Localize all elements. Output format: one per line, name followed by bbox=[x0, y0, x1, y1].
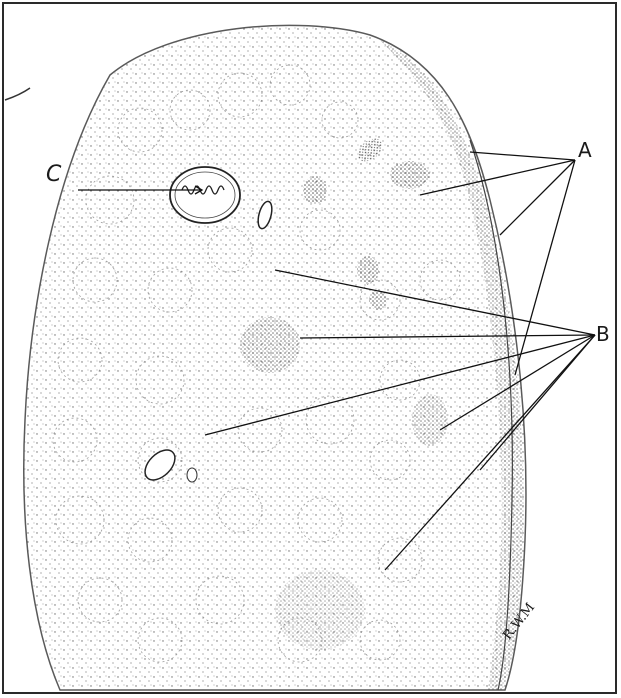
dark-cell bbox=[390, 161, 430, 189]
label-a: A bbox=[578, 138, 592, 162]
cell-cluster bbox=[303, 176, 327, 204]
small-vessel bbox=[187, 468, 197, 482]
cell-cluster bbox=[412, 394, 448, 446]
cell-cluster bbox=[275, 570, 365, 650]
cell-cluster bbox=[240, 317, 300, 373]
cell-cluster bbox=[357, 256, 379, 284]
label-b: B bbox=[596, 322, 610, 346]
cell-cluster bbox=[369, 290, 387, 310]
vessel-c bbox=[170, 167, 240, 223]
label-c: C bbox=[46, 162, 61, 187]
